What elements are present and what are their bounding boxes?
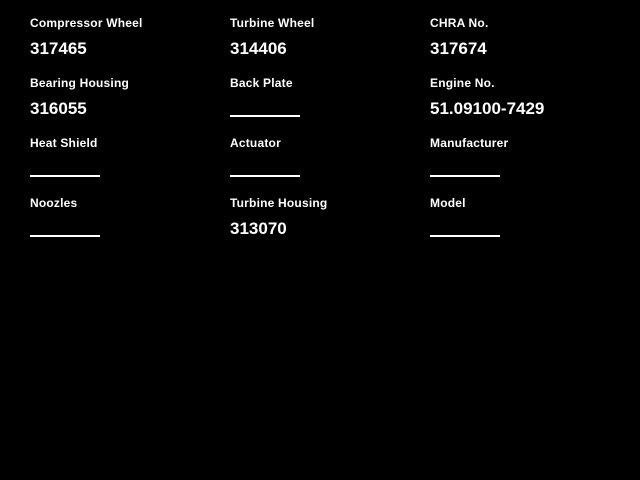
field-value: 317674 [430,39,487,58]
field: Model [430,196,630,256]
field-label: Turbine Housing [230,196,328,210]
field: Back Plate [230,76,430,136]
field: Manufacturer [430,136,630,196]
field: Heat Shield [30,136,230,196]
field-label: Compressor Wheel [30,16,143,30]
field-label: Manufacturer [430,136,509,150]
field: Engine No. 51.09100-7429 [430,76,630,136]
field-value: 317465 [30,39,87,58]
empty-value-line [30,175,100,177]
field-value: 313070 [230,219,287,238]
field-label: CHRA No. [430,16,489,30]
empty-value-line [230,115,300,117]
field: Actuator [230,136,430,196]
parts-info-grid: Compressor Wheel 317465 Turbine Wheel 31… [30,16,630,256]
field-label: Turbine Wheel [230,16,315,30]
field: CHRA No. 317674 [430,16,630,76]
field: Turbine Housing 313070 [230,196,430,256]
empty-value-line [30,235,100,237]
field-label: Bearing Housing [30,76,130,90]
field-label: Noozles [30,196,78,210]
empty-value-line [230,175,300,177]
field: Bearing Housing 316055 [30,76,230,136]
field: Compressor Wheel 317465 [30,16,230,76]
field-value: 316055 [30,99,87,118]
field-value: 51.09100-7429 [430,99,545,118]
field: Noozles [30,196,230,256]
empty-value-line [430,235,500,237]
field: Turbine Wheel 314406 [230,16,430,76]
empty-value-line [430,175,500,177]
field-label: Model [430,196,466,210]
field-label: Heat Shield [30,136,98,150]
field-label: Engine No. [430,76,495,90]
field-label: Actuator [230,136,281,150]
field-value: 314406 [230,39,287,58]
field-label: Back Plate [230,76,293,90]
